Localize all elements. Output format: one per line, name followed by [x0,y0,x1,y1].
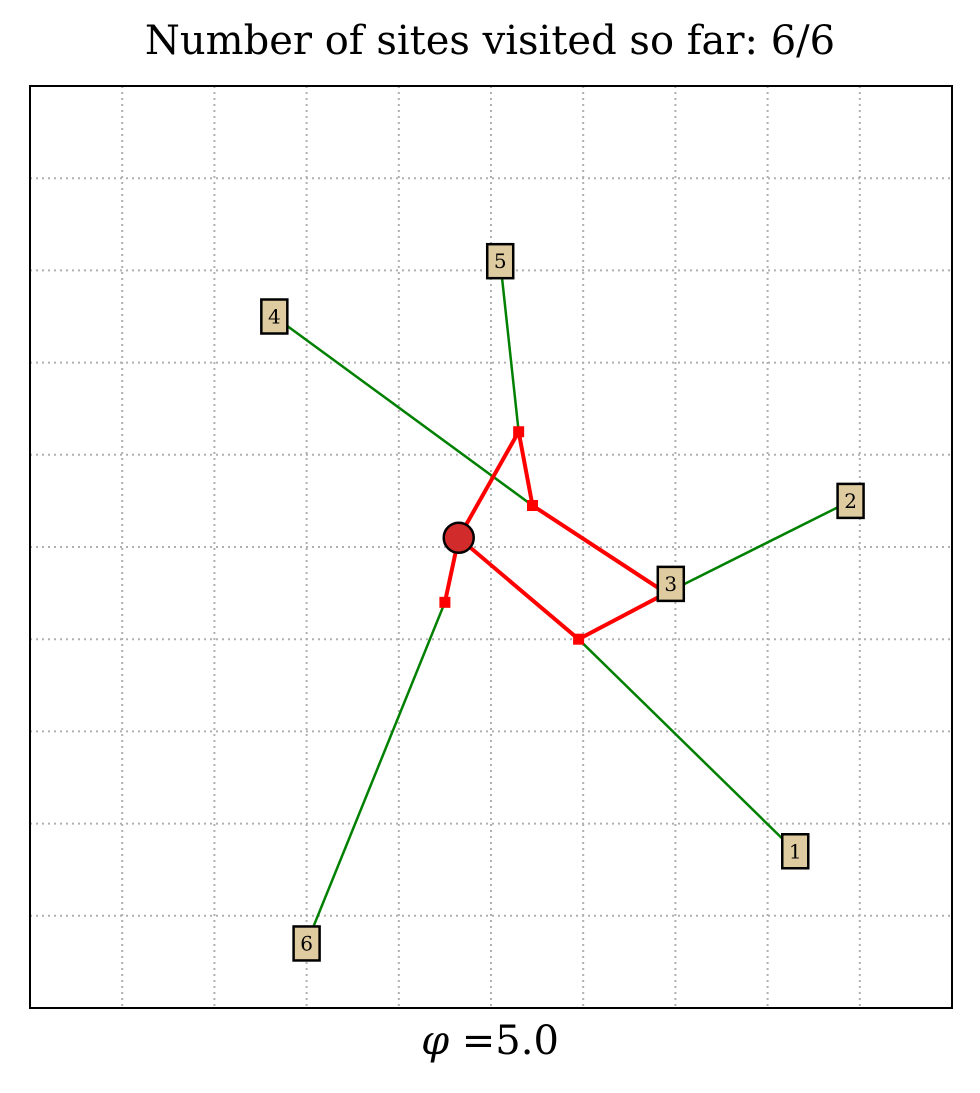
site-markers: 1 2 3 4 5 6 [260,242,865,962]
path-vertex [513,426,525,438]
grid [30,86,952,1008]
site-box-5 [485,242,515,280]
site-label-6: 6 [300,931,313,955]
spoke-line-2 [665,499,852,595]
site-box-3 [656,565,686,603]
path-line [442,429,669,642]
x-axis-label: φ =5.0 [0,1018,980,1064]
plot-frame [29,85,953,1009]
path-vertex [573,633,585,645]
site-box-1 [781,833,810,870]
site-box-4 [260,298,289,335]
spoke-line-1 [577,638,797,853]
start-marker [442,521,475,555]
spoke-lines [273,261,852,944]
site-label-1: 1 [789,839,802,863]
site-label-5: 5 [494,249,507,273]
spoke-line-4 [273,315,534,507]
site-box-2 [836,482,865,520]
spoke-line-6 [305,601,447,944]
path-vertex [439,596,451,608]
site-label-2: 2 [844,489,857,513]
start-point [442,521,475,555]
phi-value: =5.0 [449,1018,559,1064]
phi-symbol: φ [421,1018,450,1064]
site-box-6 [292,925,321,962]
spoke-line-5 [498,261,520,432]
site-label-4: 4 [268,305,281,329]
path-vertex [526,500,538,512]
chart-title: Number of sites visited so far: 6/6 [144,18,836,64]
site-label-3: 3 [664,572,677,596]
